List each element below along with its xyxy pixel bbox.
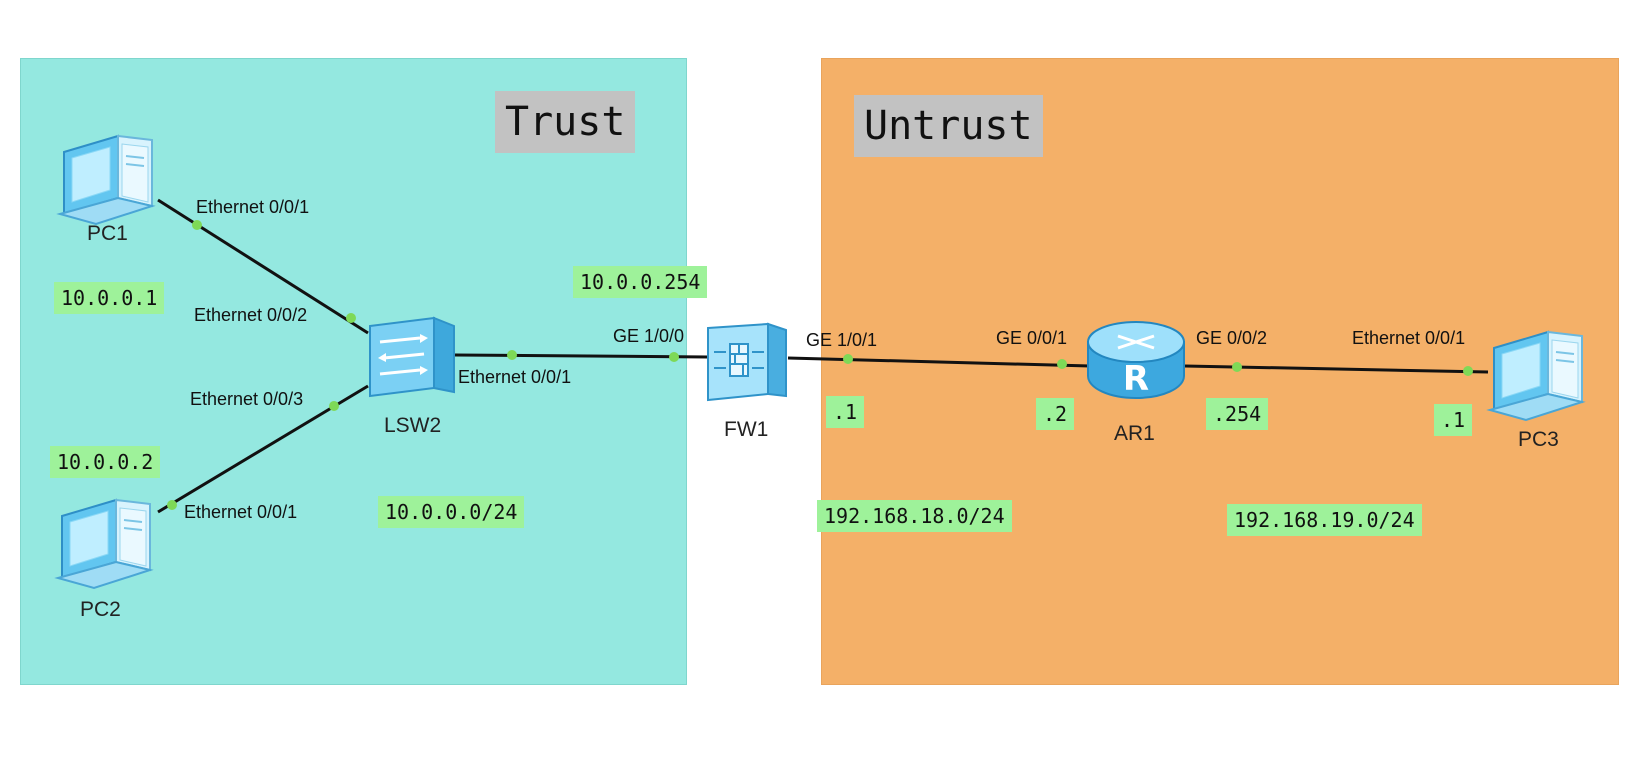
port-label-pc3-eth: Ethernet 0/0/1 [1352,328,1466,348]
port-dot [329,401,339,411]
port-dot [669,352,679,362]
lsw2-label: LSW2 [384,414,442,437]
addr-fw1-untrust-ip: .1 [826,396,865,428]
port-label-fw1-ge101: GE 1/0/1 [806,330,878,350]
addr-subnet-18: 192.168.18.0/24 [817,500,1012,532]
port-label-fw1-ge100: GE 1/0/0 [613,326,685,346]
pc-icon [1486,330,1586,422]
port-dot [346,313,356,323]
addr-ar1-ge002-ip: .254 [1206,398,1269,430]
addr-pc2-ip: 10.0.0.2 [50,446,161,478]
port-label-pc1-eth: Ethernet 0/0/1 [196,197,310,217]
port-label-ar1-ge001: GE 0/0/1 [996,328,1068,348]
link-fw1-ar1 [787,356,1091,368]
port-dot [1232,362,1242,372]
port-dot [1057,359,1067,369]
pc-icon [56,134,156,226]
port-dot [843,354,853,364]
lsw2-device[interactable] [364,312,460,407]
port-label-pc2-eth: Ethernet 0/0/1 [184,502,298,522]
switch-icon [369,316,455,398]
port-dot [507,350,517,360]
port-dot [192,220,202,230]
svg-text:R: R [1123,359,1149,399]
addr-subnet-19: 192.168.19.0/24 [1227,504,1422,536]
port-dot [167,500,177,510]
ar1-label: AR1 [1114,422,1155,445]
router-icon: R [1087,321,1185,399]
link-ar1-pc3 [1184,364,1489,374]
ar1-device[interactable]: R [1084,316,1188,409]
pc3-label: PC3 [1518,428,1559,451]
trust-zone-title: Trust [495,91,636,153]
pc1-label: PC1 [87,222,128,245]
port-label-ar1-ge002: GE 0/0/2 [1196,328,1268,348]
link-lsw2-fw1 [454,353,709,359]
firewall-icon [707,322,787,402]
port-label-lsw2-e002: Ethernet 0/0/2 [194,305,308,325]
addr-ar1-ge001-ip: .2 [1036,398,1075,430]
pc1-device[interactable] [56,122,168,233]
addr-pc3-ip: .1 [1434,404,1473,436]
pc2-device[interactable] [54,486,166,597]
addr-fw1-trust-ip: 10.0.0.254 [573,266,708,298]
untrust-zone-title: Untrust [854,95,1043,157]
addr-pc1-ip: 10.0.0.1 [54,282,165,314]
pc3-device[interactable] [1486,318,1598,429]
pc2-label: PC2 [80,598,121,621]
port-label-lsw2-e001: Ethernet 0/0/1 [458,367,572,387]
port-label-lsw2-e003: Ethernet 0/0/3 [190,389,304,409]
fw1-label: FW1 [724,418,769,441]
port-dot [1463,366,1473,376]
pc-icon [54,498,154,590]
addr-trust-subnet: 10.0.0.0/24 [378,496,525,528]
fw1-device[interactable] [702,316,792,411]
